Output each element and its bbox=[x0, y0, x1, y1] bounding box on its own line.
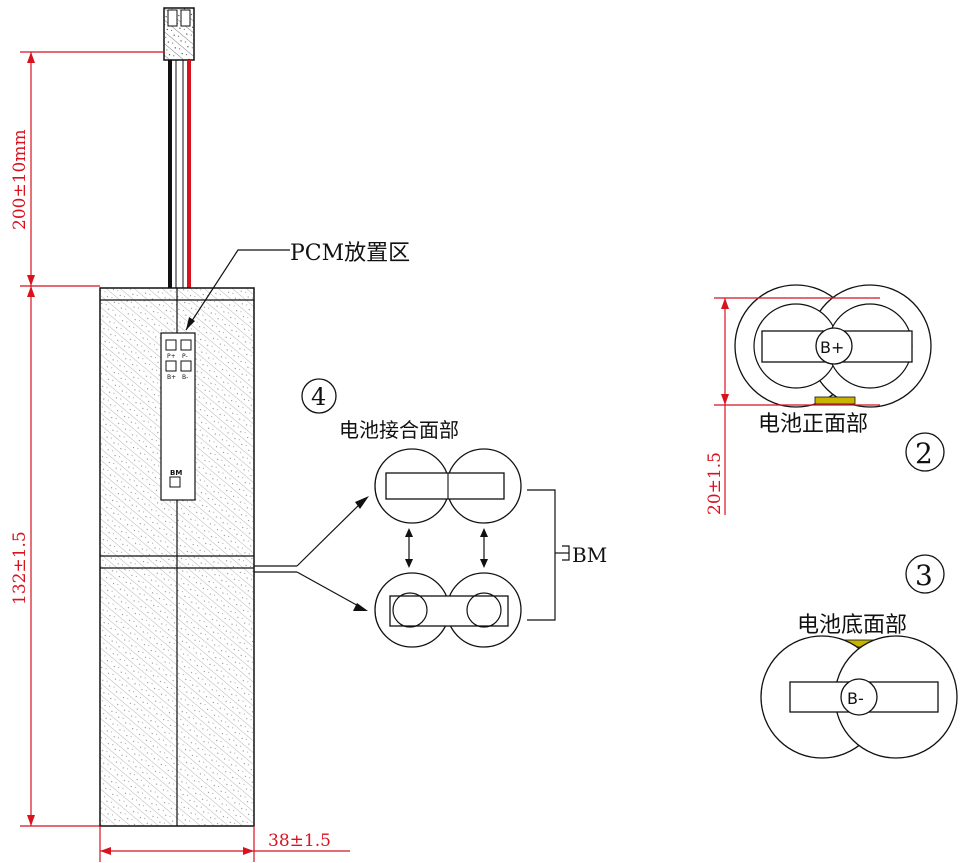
joint-view: 4 电池接合面部 BM bbox=[254, 378, 607, 648]
pack-length-dimension bbox=[20, 286, 100, 827]
pack-length-label: 132±1.5 bbox=[10, 531, 30, 605]
svg-text:4: 4 bbox=[311, 383, 326, 411]
svg-text:P+: P+ bbox=[167, 353, 176, 360]
bm-label: BM bbox=[572, 543, 607, 567]
bottom-view: 3 电池底面部 B- bbox=[760, 554, 958, 759]
front-tab bbox=[814, 396, 856, 405]
svg-text:B+: B+ bbox=[167, 374, 176, 381]
front-face-label: 电池正面部 bbox=[758, 412, 868, 437]
thickness-dimension bbox=[714, 297, 880, 515]
pack-width-label: 38±1.5 bbox=[268, 831, 331, 851]
pcm-board: P+ P- B+ B- BM bbox=[160, 332, 196, 501]
svg-text:2: 2 bbox=[915, 437, 933, 470]
svg-text:B-: B- bbox=[182, 374, 188, 381]
bottom-face-label: 电池底面部 bbox=[797, 613, 907, 638]
connector bbox=[163, 7, 195, 61]
lead-length-label: 200±10mm bbox=[10, 129, 30, 230]
svg-text:BM: BM bbox=[170, 469, 182, 477]
thickness-label: 20±1.5 bbox=[705, 452, 725, 515]
svg-text:电池接合面部: 电池接合面部 bbox=[339, 418, 459, 442]
lead-length-dimension bbox=[20, 51, 165, 287]
svg-text:P-: P- bbox=[182, 353, 188, 360]
b-minus-terminal: B- bbox=[847, 689, 864, 708]
b-plus-terminal: B+ bbox=[820, 338, 844, 357]
pack-width-dimension bbox=[99, 826, 350, 862]
front-view: B+ 电池正面部 2 bbox=[734, 284, 945, 472]
pcm-zone-label: PCM放置区 bbox=[290, 241, 410, 266]
svg-text:3: 3 bbox=[915, 559, 933, 592]
pcm-leader-line bbox=[185, 249, 290, 331]
